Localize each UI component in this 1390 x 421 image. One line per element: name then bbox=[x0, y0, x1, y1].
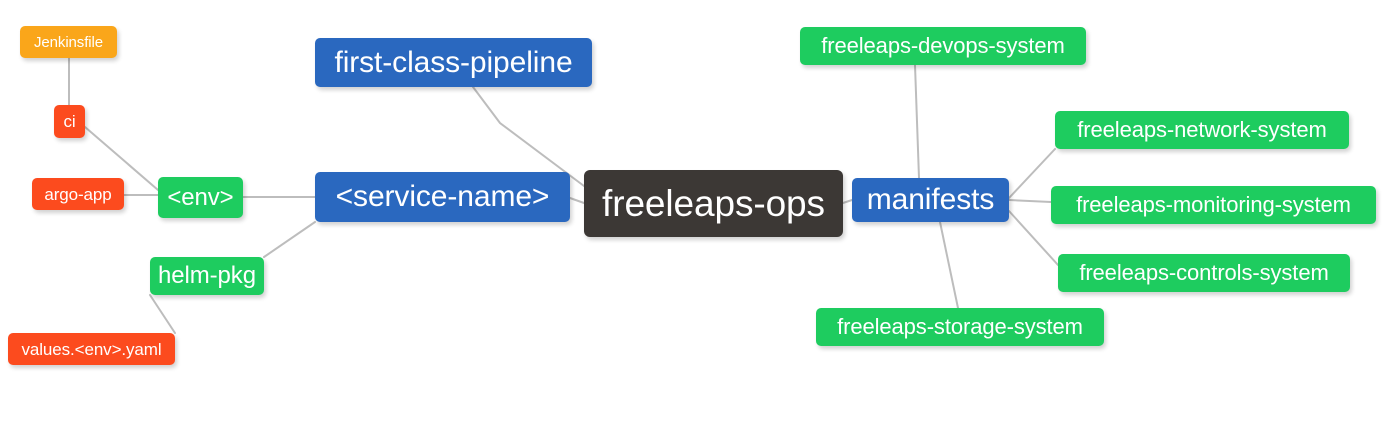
node-freeleaps-controls-system[interactable]: freeleaps-controls-system bbox=[1058, 254, 1350, 292]
node-label-jenkinsfile: Jenkinsfile bbox=[34, 33, 103, 51]
node-ci[interactable]: ci bbox=[54, 105, 85, 138]
node-helm-pkg[interactable]: helm-pkg bbox=[150, 257, 264, 295]
node-label-service-name: <service-name> bbox=[335, 180, 550, 213]
node-freeleaps-network-system[interactable]: freeleaps-network-system bbox=[1055, 111, 1349, 149]
node-manifests[interactable]: manifests bbox=[852, 178, 1009, 222]
node-freeleaps-storage-system[interactable]: freeleaps-storage-system bbox=[816, 308, 1104, 346]
node-label-values-yaml: values.<env>.yaml bbox=[21, 339, 162, 359]
node-service-name[interactable]: <service-name> bbox=[315, 172, 570, 222]
node-freeleaps-monitoring-system[interactable]: freeleaps-monitoring-system bbox=[1051, 186, 1376, 224]
edge-manifests-to-freeleaps-storage-system bbox=[939, 221, 959, 309]
node-label-env: <env> bbox=[167, 183, 234, 211]
edge-freeleaps-ops-to-service-name bbox=[569, 197, 585, 204]
node-env[interactable]: <env> bbox=[158, 177, 243, 218]
node-label-freeleaps-network-system: freeleaps-network-system bbox=[1077, 117, 1327, 142]
node-label-freeleaps-storage-system: freeleaps-storage-system bbox=[837, 314, 1083, 339]
node-jenkinsfile[interactable]: Jenkinsfile bbox=[20, 26, 117, 58]
edge-helm-pkg-to-values-yaml bbox=[149, 294, 176, 334]
node-label-freeleaps-controls-system: freeleaps-controls-system bbox=[1079, 260, 1329, 285]
edge-manifests-to-freeleaps-monitoring-system bbox=[1008, 199, 1052, 203]
node-label-manifests: manifests bbox=[866, 183, 995, 216]
node-label-freeleaps-monitoring-system: freeleaps-monitoring-system bbox=[1076, 192, 1351, 217]
node-label-first-class-pipeline: first-class-pipeline bbox=[334, 45, 573, 79]
node-freeleaps-ops[interactable]: freeleaps-ops bbox=[584, 170, 843, 237]
node-label-freeleaps-ops: freeleaps-ops bbox=[602, 183, 825, 224]
node-label-ci: ci bbox=[63, 112, 76, 131]
node-label-helm-pkg: helm-pkg bbox=[158, 262, 256, 289]
node-first-class-pipeline[interactable]: first-class-pipeline bbox=[315, 38, 592, 87]
node-label-freeleaps-devops-system: freeleaps-devops-system bbox=[821, 33, 1065, 58]
node-freeleaps-devops-system[interactable]: freeleaps-devops-system bbox=[800, 27, 1086, 65]
edge-freeleaps-ops-to-manifests bbox=[842, 199, 853, 204]
edge-manifests-to-freeleaps-network-system bbox=[1008, 148, 1056, 199]
node-argo-app[interactable]: argo-app bbox=[32, 178, 124, 210]
edge-service-name-to-helm-pkg bbox=[263, 221, 316, 258]
edge-manifests-to-freeleaps-devops-system bbox=[914, 64, 920, 179]
node-label-argo-app: argo-app bbox=[44, 184, 112, 204]
node-values-yaml[interactable]: values.<env>.yaml bbox=[8, 333, 175, 365]
